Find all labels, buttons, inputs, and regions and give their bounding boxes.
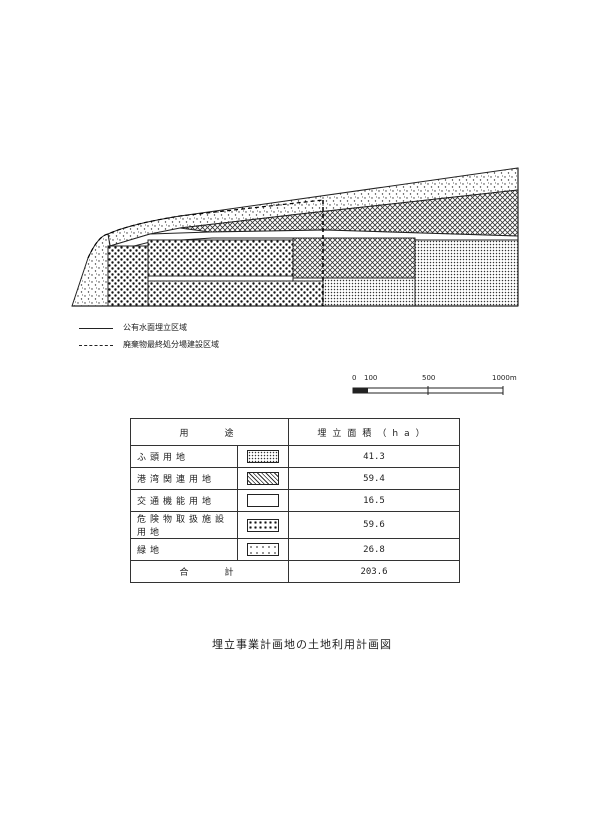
use-label: 緑地 [130, 538, 238, 561]
use-label: 交通機能用地 [130, 489, 238, 512]
solid-line-icon [79, 327, 113, 329]
area-value: 59.4 [288, 467, 460, 490]
total-label: 合 計 [130, 560, 289, 583]
sparse-dots-swatch [247, 543, 279, 556]
dashed-line-icon [79, 344, 113, 346]
scale-label-100: 100 [364, 374, 378, 382]
header-use: 用 途 [130, 418, 289, 446]
area-value: 16.5 [288, 489, 460, 512]
legend-disposal: 廃棄物最終処分場建設区域 [79, 340, 219, 350]
scale-label-0: 0 [352, 374, 357, 382]
use-label: 港湾関連用地 [130, 467, 238, 490]
scale-label-1000m: 1000m [492, 374, 517, 382]
crosshatch-swatch [247, 472, 279, 485]
scale-ruler [352, 386, 504, 395]
dense-dots-swatch [247, 450, 279, 463]
total-area: 203.6 [288, 560, 460, 583]
blank-swatch [247, 494, 279, 507]
table-total-row: 合 計 203.6 [130, 560, 460, 583]
land-use-map [71, 167, 519, 307]
table-row: ふ頭用地 41.3 [130, 445, 460, 468]
table-row: 交通機能用地 16.5 [130, 489, 460, 512]
land-use-table: 用 途 埋立面積（ha） ふ頭用地 41.3 港湾関連用地 59.4 交通機能用… [130, 418, 460, 583]
bold-dots-swatch [247, 518, 279, 532]
reclamation-outline [71, 167, 519, 307]
table-header: 用 途 埋立面積（ha） [130, 418, 460, 446]
legend-reclamation-label: 公有水面埋立区域 [123, 323, 187, 332]
scale-bar: 0 100 500 1000m [352, 374, 517, 400]
area-value: 41.3 [288, 445, 460, 468]
figure-caption: 埋立事業計画地の土地利用計画図 [212, 638, 392, 651]
use-label: 危険物取扱施設用地 [130, 511, 238, 539]
table-row: 危険物取扱施設用地 59.6 [130, 511, 460, 539]
area-value: 59.6 [288, 511, 460, 539]
table-row: 緑地 26.8 [130, 538, 460, 561]
legend-reclamation: 公有水面埋立区域 [79, 323, 187, 333]
use-label: ふ頭用地 [130, 445, 238, 468]
header-area: 埋立面積（ha） [288, 418, 460, 446]
legend-disposal-label: 廃棄物最終処分場建設区域 [123, 340, 219, 349]
disposal-area-boundary [87, 199, 324, 306]
table-row: 港湾関連用地 59.4 [130, 467, 460, 490]
scale-label-500: 500 [422, 374, 436, 382]
area-value: 26.8 [288, 538, 460, 561]
